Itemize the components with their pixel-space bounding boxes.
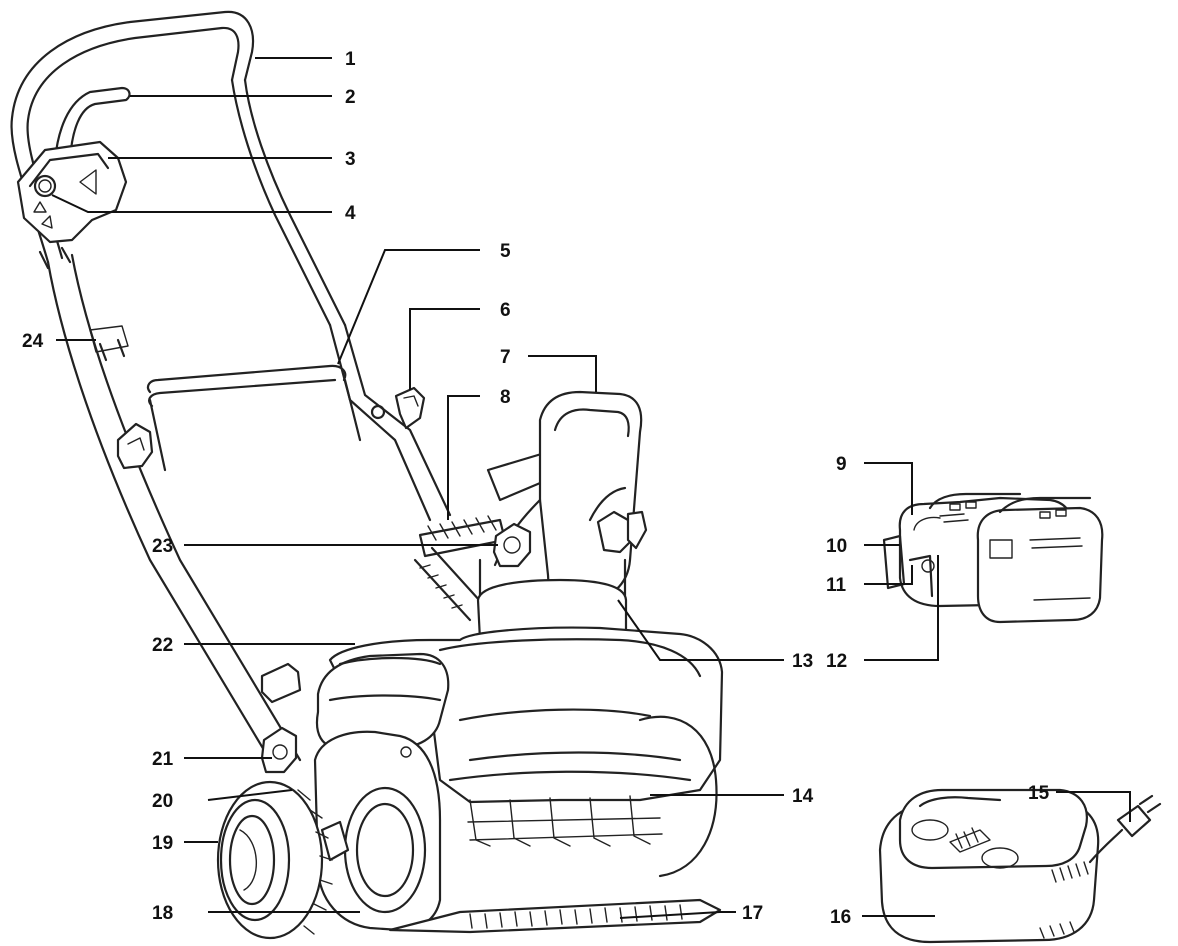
- battery-charger: [878, 788, 1162, 944]
- frame-crossbar: [146, 323, 452, 522]
- callout-2: 2: [345, 87, 356, 108]
- start-button: [33, 174, 57, 198]
- knob-upper-left: [116, 422, 154, 470]
- callout-4: 4: [345, 203, 356, 224]
- callout-22: 22: [152, 635, 173, 656]
- callout-18: 18: [152, 903, 173, 924]
- callout-7: 7: [500, 347, 511, 368]
- scraper-bar: [388, 898, 722, 934]
- chute-knob: [492, 510, 648, 568]
- callout-9: 9: [836, 454, 847, 475]
- callout-21: 21: [152, 749, 174, 770]
- snow-thrower-illustration: [10, 10, 1162, 944]
- callout-labels: 1 2 3 4 5 6 7 8 9 10 11 12 13 14 15 16 1…: [22, 49, 1050, 928]
- callout-13: 13: [792, 651, 813, 672]
- callout-20: 20: [152, 791, 173, 812]
- callout-5: 5: [500, 241, 511, 262]
- callout-12: 12: [826, 651, 847, 672]
- batteries: [882, 492, 1104, 624]
- callout-23: 23: [152, 536, 173, 557]
- callout-15: 15: [1028, 783, 1050, 804]
- callout-10: 10: [826, 536, 847, 557]
- callout-3: 3: [345, 149, 356, 170]
- callout-14: 14: [792, 786, 814, 807]
- rear-wheel: [216, 780, 333, 940]
- safety-bail: [53, 86, 131, 162]
- callout-17: 17: [742, 903, 763, 924]
- cord-clip: [89, 325, 129, 353]
- knob-upper-right: [394, 386, 426, 430]
- callout-16: 16: [830, 907, 851, 928]
- callout-8: 8: [500, 387, 511, 408]
- callout-1: 1: [345, 49, 356, 70]
- switch-box: [16, 140, 128, 270]
- battery-cover: [315, 652, 450, 750]
- housing-left-side: [313, 730, 442, 932]
- leader-lines: [51, 57, 1131, 919]
- callout-19: 19: [152, 833, 173, 854]
- lower-knob: [260, 662, 302, 774]
- callout-11: 11: [826, 575, 847, 596]
- left-handle-tube: [46, 253, 302, 762]
- callout-24: 24: [22, 331, 44, 352]
- callout-6: 6: [500, 300, 511, 321]
